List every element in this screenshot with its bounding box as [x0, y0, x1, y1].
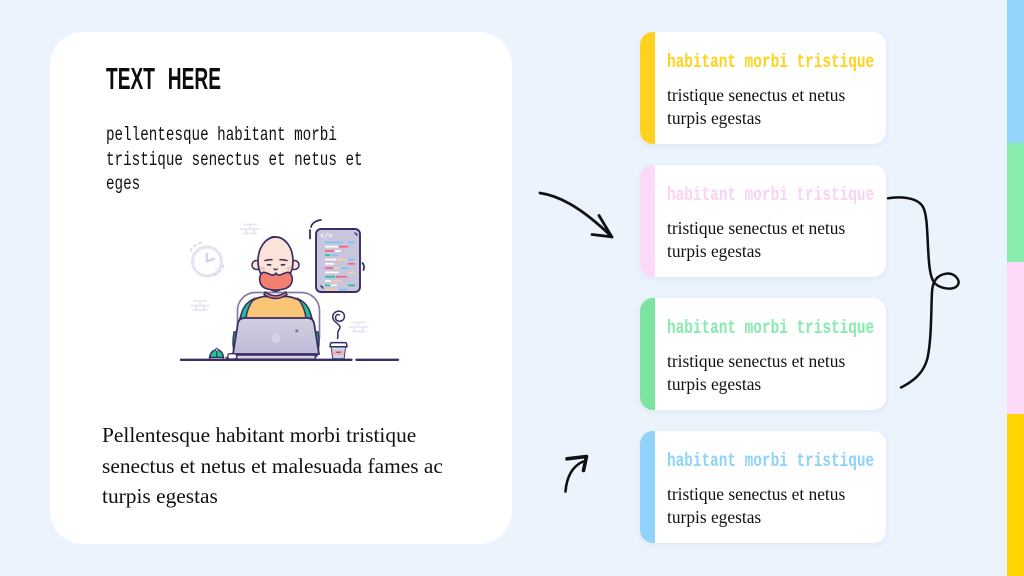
- svg-text:</>: </>: [320, 233, 333, 241]
